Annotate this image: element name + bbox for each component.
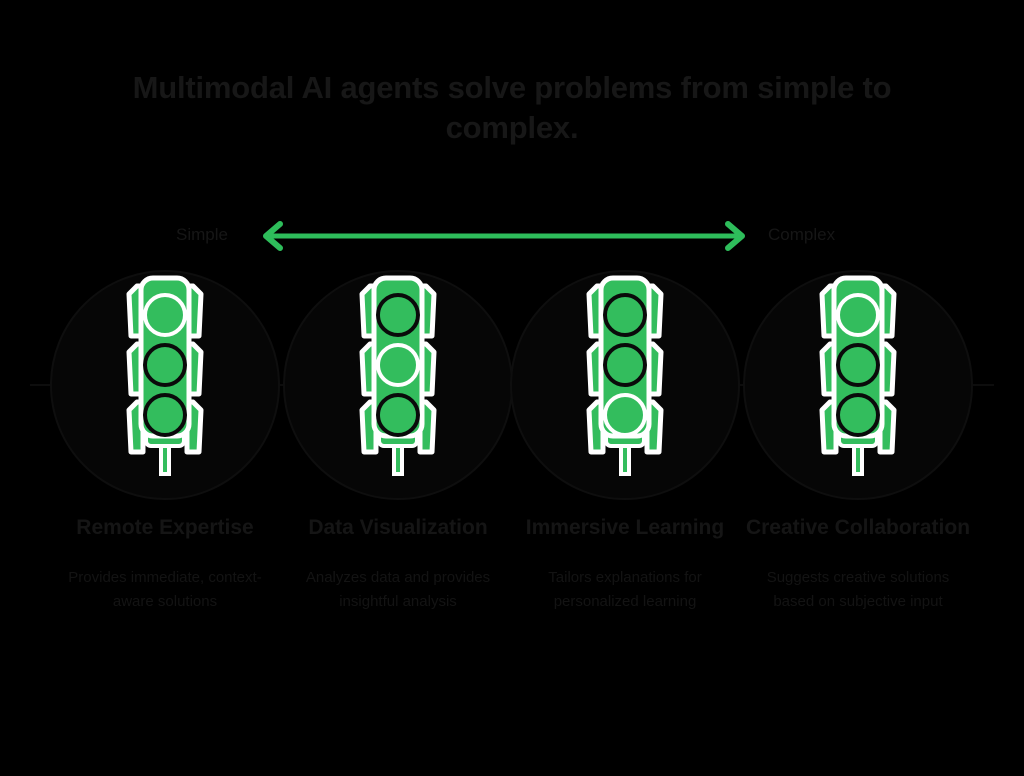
step-description: Provides immediate, context-aware soluti… <box>68 569 262 610</box>
step-node-0[interactable] <box>49 268 281 504</box>
step-title: Immersive Learning <box>525 516 725 539</box>
step-card-3: Creative Collaboration Suggests creative… <box>742 512 974 614</box>
traffic-light-icon <box>348 270 448 478</box>
step-card-0: Remote Expertise Provides immediate, con… <box>49 512 281 614</box>
complexity-scale: Simple Complex <box>0 218 1024 254</box>
step-title: Creative Collaboration <box>745 516 971 539</box>
page-title: Multimodal AI agents solve problems from… <box>132 70 892 145</box>
scale-label-complex: Complex <box>768 225 836 244</box>
step-node-1[interactable] <box>282 268 514 504</box>
step-card-1: Data Visualization Analyzes data and pro… <box>282 512 514 614</box>
step-description: Tailors explanations for personalized le… <box>548 569 702 610</box>
traffic-light-icon <box>575 270 675 478</box>
step-description: Analyzes data and provides insightful an… <box>305 569 491 610</box>
step-icon-band <box>0 268 1024 504</box>
step-card-2: Immersive Learning Tailors explanations … <box>509 512 741 614</box>
traffic-light-icon <box>808 270 908 478</box>
step-node-2[interactable] <box>509 268 741 504</box>
step-title: Remote Expertise <box>76 516 254 539</box>
scale-label-simple: Simple <box>176 225 228 244</box>
double-headed-arrow-icon <box>263 221 745 251</box>
step-node-3[interactable] <box>742 268 974 504</box>
step-cards: Remote Expertise Provides immediate, con… <box>0 512 1024 692</box>
traffic-light-icon <box>115 270 215 478</box>
step-title: Data Visualization <box>308 516 488 539</box>
step-description: Suggests creative solutions based on sub… <box>766 569 950 610</box>
